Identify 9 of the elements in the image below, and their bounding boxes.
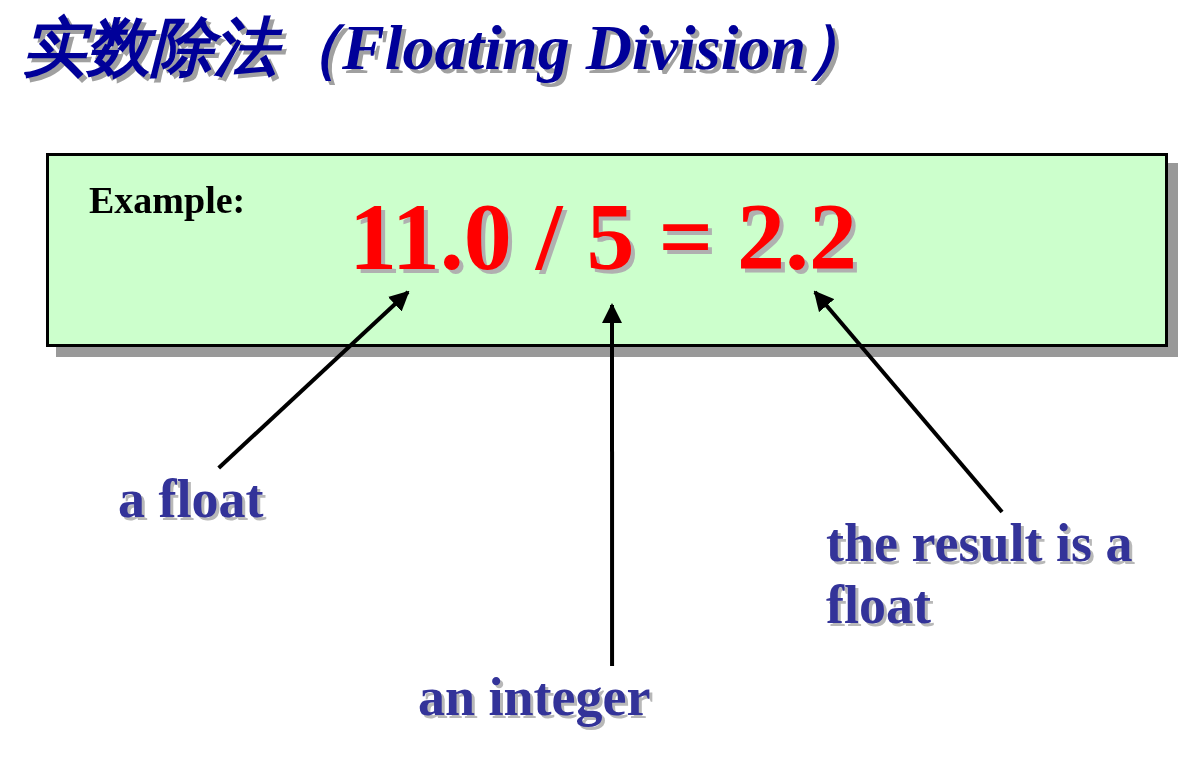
- leader-line: [813, 290, 1004, 514]
- equation: 11.0 / 5 = 2.2: [349, 184, 858, 290]
- leader-line: [217, 290, 410, 470]
- leader-line: [602, 303, 622, 666]
- title: 实数除法（Floating Division）: [22, 11, 871, 85]
- annotation-text: a float: [118, 468, 308, 531]
- annotation-text: the result is a float: [826, 512, 1176, 637]
- annotation-text: an integer: [418, 666, 718, 729]
- example-label: Example:: [89, 178, 246, 222]
